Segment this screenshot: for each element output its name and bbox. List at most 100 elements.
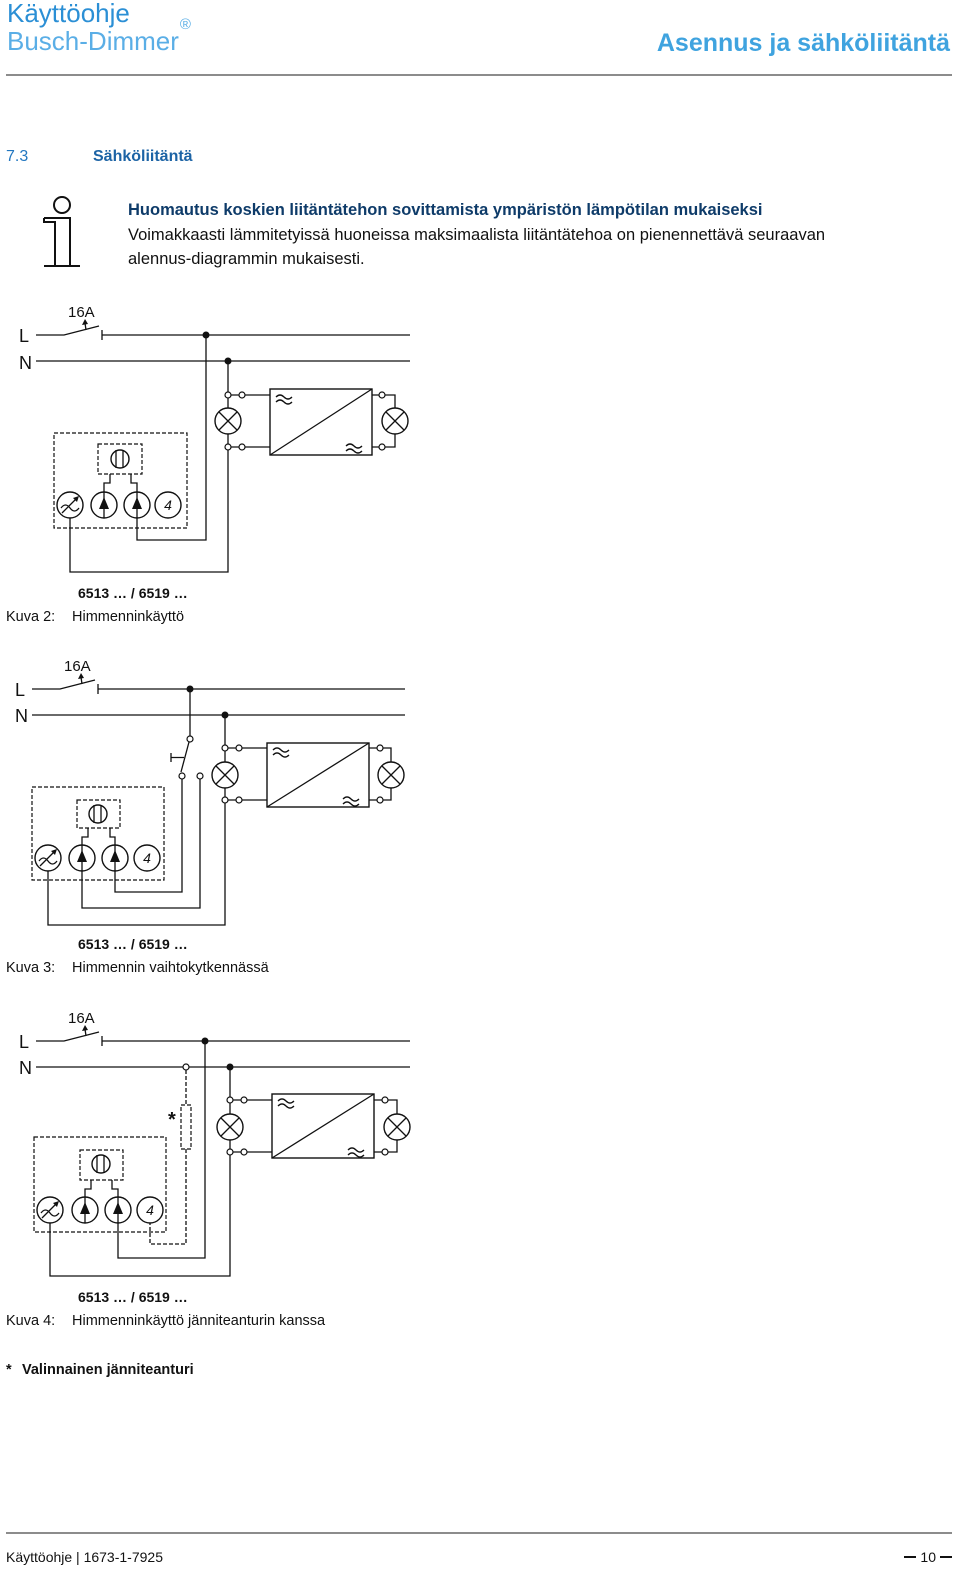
dimmer-input-terminal — [68, 844, 96, 872]
dimmer-input-terminal — [101, 844, 129, 872]
junction-dot — [201, 1037, 209, 1045]
info-icon — [43, 196, 80, 267]
internal-wiring — [81, 828, 116, 845]
transformer-symbol — [269, 388, 373, 456]
terminal-4: 4 — [133, 844, 161, 872]
phase-wire-to-dimmer — [136, 335, 207, 541]
section-number: 7.3 — [6, 148, 29, 165]
transformer-symbol — [266, 742, 370, 808]
device-model-label: 6513 … / 6519 … — [78, 936, 188, 952]
internal-wiring — [84, 1180, 119, 1197]
dimmer-output-terminal — [36, 1196, 64, 1224]
page-dash — [940, 1556, 952, 1558]
note-line: alennus-diagrammin mukaisesti. — [128, 250, 365, 268]
lamp-symbol — [211, 761, 239, 789]
phase-label: L — [15, 680, 25, 700]
chapter-title: Asennus ja sähköliitäntä — [656, 29, 950, 57]
dimmer-outline — [33, 1136, 167, 1233]
terminal-points — [178, 735, 384, 804]
dimmer-output-terminal — [56, 491, 84, 519]
product-name-text: Busch-Dimmer — [7, 26, 179, 56]
section-title: Sähköliitäntä — [93, 148, 193, 165]
load-wire-to-dimmer — [49, 1067, 231, 1277]
lamp-symbol — [381, 407, 409, 435]
phase-label: L — [19, 1032, 29, 1052]
phase-label: L — [19, 326, 29, 346]
lamp-symbol — [383, 1113, 411, 1141]
terminal-4: 4 — [136, 1196, 164, 1224]
figure-caption: Himmenninkäyttö — [72, 609, 185, 625]
switch-wire-to-dimmer — [114, 779, 183, 893]
note-heading: Huomautus koskien liitäntätehon sovittam… — [128, 201, 763, 219]
internal-wiring — [103, 474, 138, 492]
phase-conductor — [36, 325, 410, 340]
switch-wire-to-dimmer — [81, 779, 201, 909]
terminal-4-label: 4 — [143, 850, 151, 866]
junction-dot — [221, 711, 229, 719]
page-number: 10 — [904, 1548, 952, 1566]
transformer-wiring — [233, 1099, 398, 1153]
neutral-label: N — [19, 353, 32, 373]
dimmer-outline — [31, 786, 165, 881]
terminal-4-label: 4 — [146, 1202, 154, 1218]
terminal-points — [224, 391, 386, 451]
fuse-rating-label: 16A — [68, 304, 95, 321]
figure-label: Kuva 4: — [6, 1313, 56, 1329]
device-model-label: 6513 … / 6519 … — [78, 1289, 188, 1305]
header-divider — [6, 74, 952, 76]
junction-dot — [224, 357, 232, 365]
device-model-label: 6513 … / 6519 … — [78, 585, 188, 601]
fuse-rating-label: 16A — [68, 1010, 95, 1027]
wiring-diagram-two-way-switching: 16A L N — [15, 658, 405, 926]
figure-caption: Himmennin vaihtokytkennässä — [72, 960, 269, 976]
load-wire-to-dimmer — [69, 398, 229, 573]
figure-caption: Himmenninkäyttö jänniteanturin kanssa — [72, 1313, 326, 1329]
dimmer-input-terminal — [71, 1196, 99, 1224]
registered-mark: ® — [179, 16, 191, 33]
dimmer-input-terminal — [90, 491, 118, 519]
page-number-text: 10 — [920, 1549, 936, 1565]
dimmer-outline — [53, 432, 188, 529]
voltage-sensor-symbol — [149, 1070, 192, 1245]
junction-dot — [226, 1063, 234, 1071]
footnote-text: Valinnainen jänniteanturi — [22, 1362, 194, 1378]
phase-wire-to-dimmer — [117, 1041, 206, 1259]
sensor-junction — [182, 1063, 190, 1071]
footer-document-id: Käyttöohje | 1673-1-7925 — [6, 1549, 163, 1565]
phase-conductor — [32, 679, 405, 694]
push-button-symbol — [110, 449, 130, 469]
push-button-symbol — [88, 804, 108, 824]
optional-sensor-mark: * — [168, 1109, 176, 1131]
fuse-rating-label: 16A — [64, 658, 91, 675]
wiring-diagram-with-voltage-sensor: 16A L N * — [19, 1010, 411, 1277]
transformer-symbol — [271, 1093, 375, 1159]
neutral-label: N — [19, 1058, 32, 1078]
footnote-mark: * — [6, 1362, 12, 1378]
changeover-switch-symbol — [170, 689, 191, 773]
junction-dot — [202, 331, 210, 339]
dimmer-output-terminal — [34, 844, 62, 872]
wiring-diagram-dimmer-operation: 16A L N — [19, 304, 410, 573]
push-button-outline — [79, 1149, 124, 1181]
note-block: Huomautus koskien liitäntätehon sovittam… — [128, 198, 825, 272]
neutral-label: N — [15, 706, 28, 726]
load-wire-to-dimmer — [47, 715, 226, 926]
product-name: Busch-Dimmer® — [7, 17, 191, 56]
terminal-points — [226, 1096, 389, 1156]
push-button-outline — [76, 799, 121, 829]
figure-label: Kuva 3: — [6, 960, 56, 976]
transformer-wiring — [231, 394, 396, 448]
figure-label: Kuva 2: — [6, 609, 56, 625]
lamp-symbol — [377, 761, 405, 789]
lamp-symbol — [216, 1113, 244, 1141]
phase-conductor — [36, 1031, 410, 1046]
terminal-4-label: 4 — [164, 497, 172, 513]
junction-dot — [186, 685, 194, 693]
dimmer-input-terminal — [104, 1196, 132, 1224]
footer-divider — [6, 1532, 952, 1534]
note-line: Voimakkaasti lämmitetyissä huoneissa mak… — [128, 225, 826, 244]
document-title: Käyttöohje — [7, 0, 130, 28]
transformer-wiring — [228, 747, 392, 801]
push-button-outline — [97, 443, 143, 475]
push-button-symbol — [91, 1154, 111, 1174]
